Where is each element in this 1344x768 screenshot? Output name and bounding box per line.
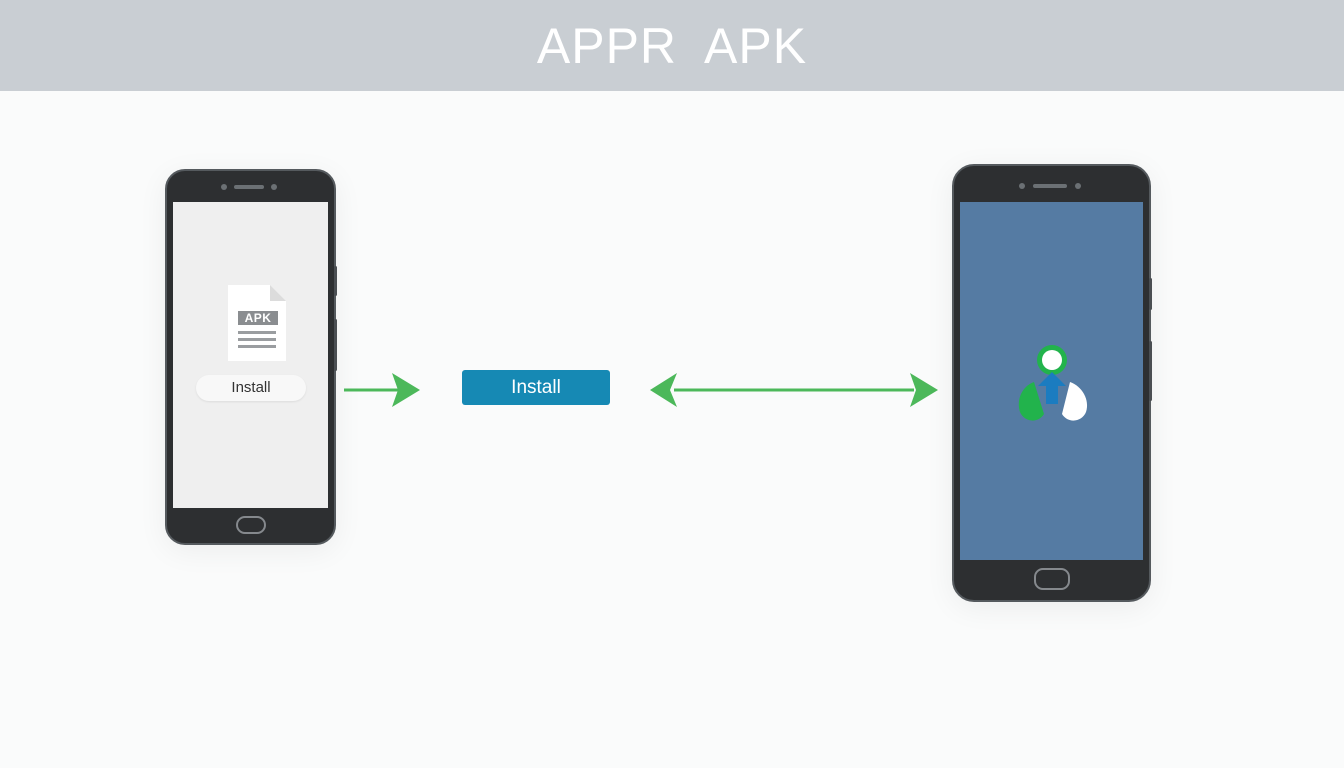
volume-button	[334, 266, 337, 296]
double-arrow-icon	[650, 373, 938, 407]
speaker-grille	[1033, 184, 1067, 188]
source-phone: APK Install	[165, 169, 337, 545]
install-pill-button[interactable]: Install	[196, 375, 306, 401]
front-camera	[221, 184, 227, 190]
header-bar: APPR APK	[0, 0, 1344, 91]
volume-button	[1149, 278, 1152, 310]
arrow-right-icon	[344, 373, 420, 407]
speaker-grille	[234, 185, 264, 189]
sensor	[271, 184, 277, 190]
page-title: APPR APK	[536, 17, 808, 74]
home-button	[236, 516, 266, 534]
front-camera	[1019, 183, 1025, 189]
target-phone-screen	[960, 202, 1143, 560]
app-person-icon	[1018, 345, 1088, 421]
power-button	[334, 319, 337, 371]
source-phone-screen: APK Install	[173, 202, 328, 508]
sensor	[1075, 183, 1081, 189]
install-button[interactable]: Install	[462, 370, 610, 405]
power-button	[1149, 341, 1152, 401]
home-button	[1034, 568, 1070, 590]
target-phone	[952, 164, 1152, 602]
apk-badge: APK	[238, 311, 278, 325]
